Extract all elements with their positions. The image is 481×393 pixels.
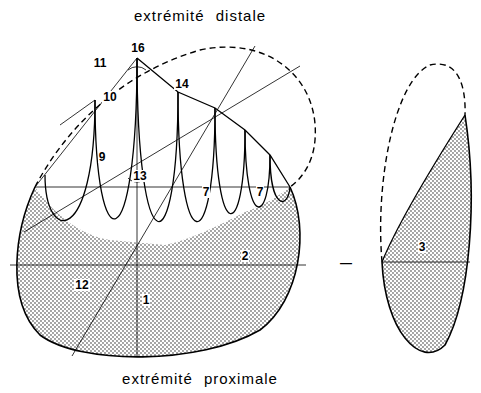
callout-number: 13 (132, 170, 147, 182)
callout-number: 7 (202, 186, 211, 198)
callout-number: 9 (98, 151, 107, 163)
callout-number: 3 (418, 241, 427, 253)
callout-number: 1 (142, 294, 151, 306)
separator-dash: — (339, 257, 353, 269)
callout-number: 16 (130, 42, 145, 54)
callout-number: 12 (74, 279, 89, 291)
callout-number: 14 (174, 78, 189, 90)
end-label: extrémité proximale (122, 371, 278, 386)
end-label: extrémité distale (134, 8, 266, 23)
callout-number: 7 (256, 186, 265, 198)
callout-number: 11 (93, 57, 108, 69)
callout-number: 2 (241, 250, 250, 262)
callout-number: 10 (102, 91, 117, 103)
